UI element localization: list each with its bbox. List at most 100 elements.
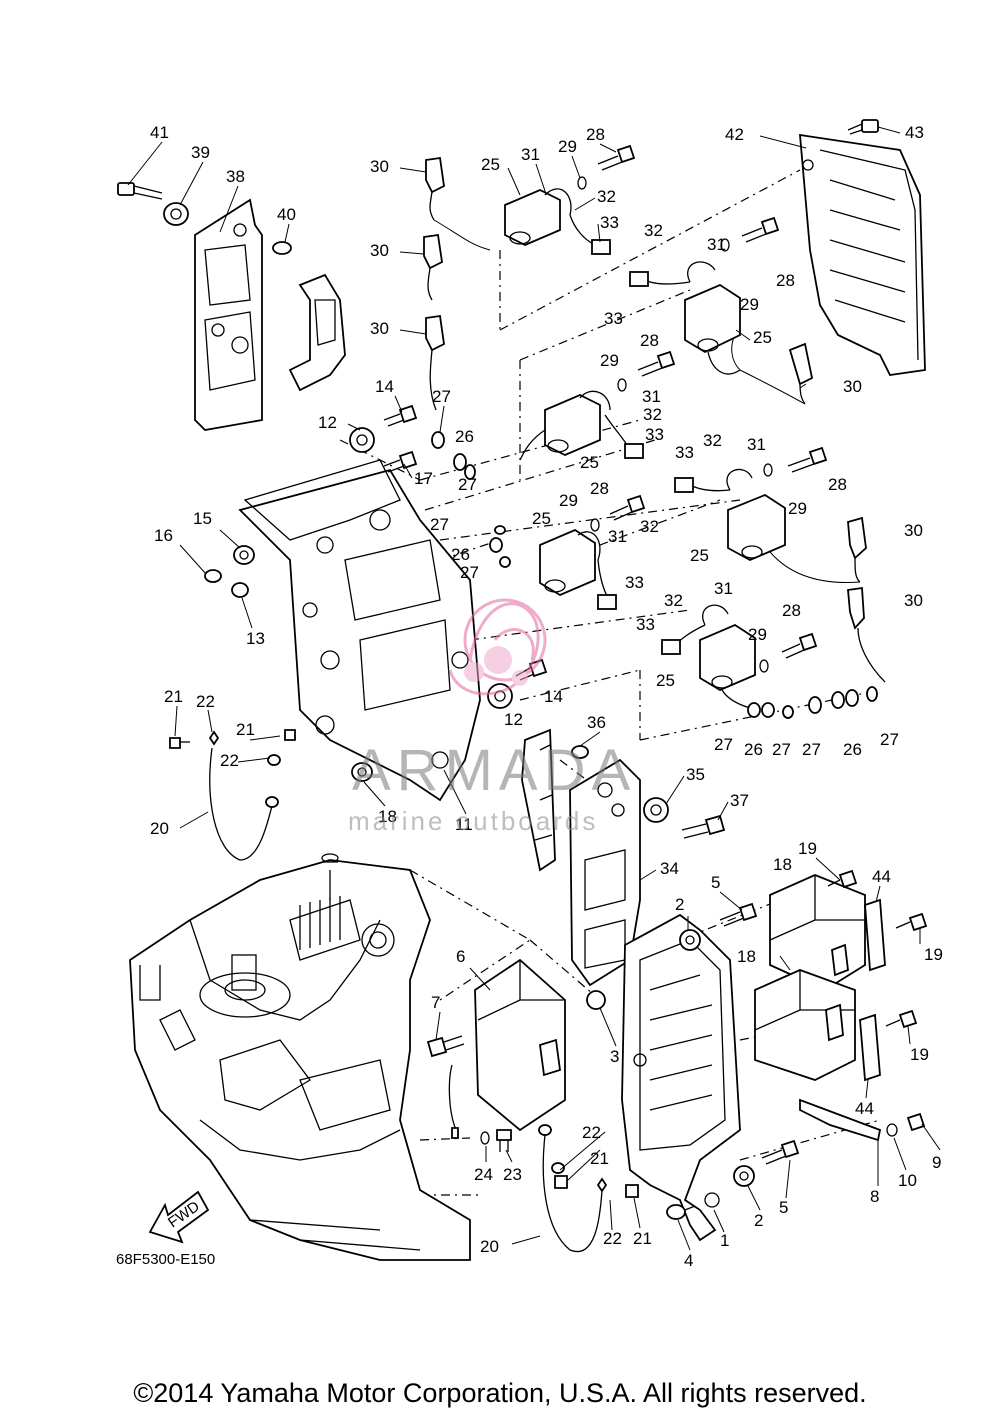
callout-32: 32: [664, 591, 683, 610]
part-4-screw: [666, 1204, 696, 1220]
part-44-brackets: [859, 898, 886, 1082]
callout-20: 20: [480, 1237, 499, 1256]
ignition-coil-25-f: [661, 604, 756, 709]
callout-22: 22: [603, 1229, 622, 1248]
watermark-logo: [448, 598, 547, 696]
part-19-bolts: [827, 869, 928, 1029]
part-42-cover: [799, 133, 926, 376]
callout-29: 29: [559, 491, 578, 510]
callout-22: 22: [196, 692, 215, 711]
part-38-cover-bracket: [194, 198, 263, 431]
part-39-spacer: [163, 202, 189, 226]
callout-31: 31: [521, 145, 540, 164]
callout-15: 15: [193, 509, 212, 528]
callout-21: 21: [590, 1149, 609, 1168]
callout-32: 32: [643, 405, 662, 424]
ignition-coil-25-e: [539, 528, 617, 610]
sensor-30-d: [731, 334, 814, 405]
callout-25: 25: [753, 328, 772, 347]
callout-29: 29: [748, 625, 767, 644]
callout-30: 30: [904, 591, 923, 610]
callout-27: 27: [772, 740, 791, 759]
callout-27: 27: [802, 740, 821, 759]
callout-28: 28: [782, 601, 801, 620]
callout-43: 43: [905, 123, 924, 142]
callout-28: 28: [776, 271, 795, 290]
sensor-30-e: [769, 516, 867, 583]
callout-40: 40: [277, 205, 296, 224]
callout-22: 22: [220, 751, 239, 770]
callout-29: 29: [558, 137, 577, 156]
callout-12: 12: [318, 413, 337, 432]
grommets-26-clips-27: [431, 431, 878, 719]
part-36-bracket: [521, 728, 589, 872]
callout-42: 42: [725, 125, 744, 144]
ignition-coil-25-d: [674, 468, 786, 561]
callout-25: 25: [532, 509, 551, 528]
callout-33: 33: [645, 425, 664, 444]
callout-3: 3: [610, 1047, 619, 1066]
part-10-washer: [886, 1123, 898, 1137]
part-16-screw: [204, 569, 222, 583]
callout-29: 29: [740, 295, 759, 314]
part-1-electrical-bracket: [621, 913, 741, 1242]
assembly-guide-lines: [339, 169, 881, 1196]
sensor-30-a: [425, 156, 491, 251]
part-6-control-unit: [474, 958, 566, 1132]
part-8-bracket: [799, 1098, 882, 1142]
callout-32: 32: [703, 431, 722, 450]
part-2-grommet: [679, 929, 755, 1187]
part-9-bolt: [906, 1112, 926, 1132]
callout-26: 26: [744, 740, 763, 759]
callout-44: 44: [872, 867, 891, 886]
bolts-28: [597, 144, 828, 659]
callout-21: 21: [633, 1229, 652, 1248]
callout-35: 35: [686, 765, 705, 784]
callout-14: 14: [544, 687, 563, 706]
callout-1: 1: [720, 1231, 729, 1250]
callout-17: 17: [414, 469, 433, 488]
part-11-main-bracket: [238, 459, 481, 802]
callout-29: 29: [600, 351, 619, 370]
parts-23-24-bolt-washer: [448, 1064, 512, 1152]
callout-27: 27: [430, 515, 449, 534]
copyright-notice: ©2014 Yamaha Motor Corporation, U.S.A. A…: [133, 1378, 867, 1408]
callout-21: 21: [164, 687, 183, 706]
callout-22: 22: [582, 1123, 601, 1142]
callout-25: 25: [690, 546, 709, 565]
part-18-grommet: [351, 762, 373, 782]
part-37-bolt: [681, 814, 726, 839]
sensor-30-f: [847, 586, 886, 683]
callout-28: 28: [586, 125, 605, 144]
part-34-plate: [569, 758, 641, 987]
callout-26: 26: [455, 427, 474, 446]
callout-37: 37: [730, 791, 749, 810]
callout-36: 36: [587, 713, 606, 732]
diagram-code: 68F5300-E150: [116, 1251, 215, 1268]
callout-19: 19: [924, 945, 943, 964]
callout-30: 30: [370, 157, 389, 176]
callout-21: 21: [236, 720, 255, 739]
callout-30: 30: [904, 521, 923, 540]
callout-12: 12: [504, 710, 523, 729]
callout-25: 25: [656, 671, 675, 690]
callout-27: 27: [460, 563, 479, 582]
part-15-collar: [233, 545, 255, 565]
callout-32: 32: [597, 187, 616, 206]
callout-33: 33: [636, 615, 655, 634]
fwd-arrow: FWD: [148, 1190, 210, 1244]
callout-2: 2: [754, 1211, 763, 1230]
callout-29: 29: [788, 499, 807, 518]
callout-25: 25: [481, 155, 500, 174]
callout-39: 39: [191, 143, 210, 162]
callout-26: 26: [451, 545, 470, 564]
part-40-bracket: [272, 241, 346, 392]
callout-34: 34: [660, 859, 679, 878]
callout-33: 33: [600, 213, 619, 232]
callout-33: 33: [604, 309, 623, 328]
callout-33: 33: [625, 573, 644, 592]
callout-33: 33: [675, 443, 694, 462]
callout-2: 2: [675, 895, 684, 914]
watermark-tagline: marine outboards: [348, 806, 598, 836]
